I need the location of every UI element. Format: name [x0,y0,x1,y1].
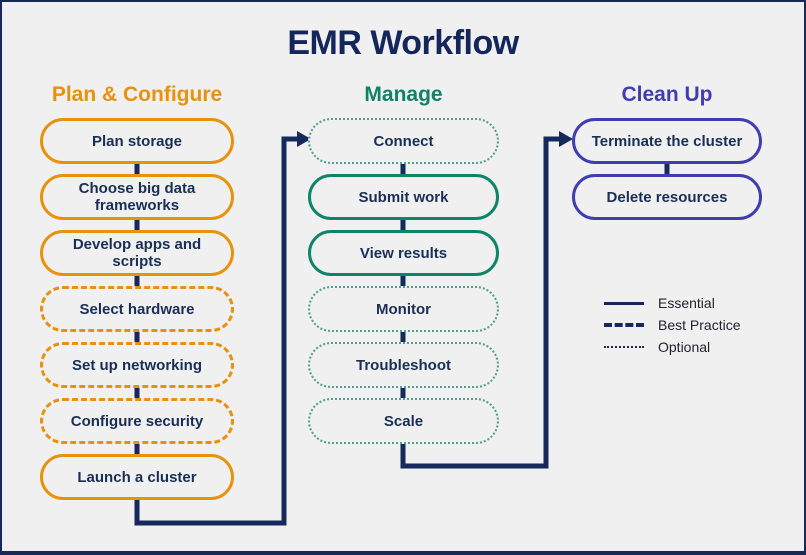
node-choose-big-data-frameworks: Choose big data frameworks [40,174,234,220]
node-select-hardware: Select hardware [40,286,234,332]
node-scale: Scale [308,398,499,444]
legend: Essential Best Practice Optional [604,292,740,358]
dashed-line-icon [604,323,644,327]
node-troubleshoot: Troubleshoot [308,342,499,388]
legend-row-optional: Optional [604,336,740,358]
legend-label: Best Practice [658,317,741,333]
arrow-right-icon [559,131,573,147]
node-configure-security: Configure security [40,398,234,444]
node-submit-work: Submit work [308,174,499,220]
node-view-results: View results [308,230,499,276]
node-launch-a-cluster: Launch a cluster [40,454,234,500]
legend-label: Essential [658,295,715,311]
node-develop-apps-and-scripts: Develop apps and scripts [40,230,234,276]
page-title: EMR Workflow [287,24,519,62]
solid-line-icon [604,301,644,305]
legend-label: Optional [658,339,711,355]
column-plan-configure: Plan & Configure Plan storage Choose big… [40,82,234,500]
column-header-manage: Manage [364,83,443,106]
legend-row-essential: Essential [604,292,740,314]
node-terminate-the-cluster: Terminate the cluster [572,118,762,164]
legend-row-best-practice: Best Practice [604,314,740,336]
dotted-line-icon [604,346,644,348]
column-manage: Manage Connect Submit work View results … [308,82,499,444]
node-set-up-networking: Set up networking [40,342,234,388]
node-monitor: Monitor [308,286,499,332]
column-header-plan-configure: Plan & Configure [51,83,223,106]
node-connect: Connect [308,118,499,164]
node-plan-storage: Plan storage [40,118,234,164]
column-clean-up: Clean Up Terminate the cluster Delete re… [572,82,762,220]
node-delete-resources: Delete resources [572,174,762,220]
column-header-clean-up: Clean Up [621,83,713,106]
